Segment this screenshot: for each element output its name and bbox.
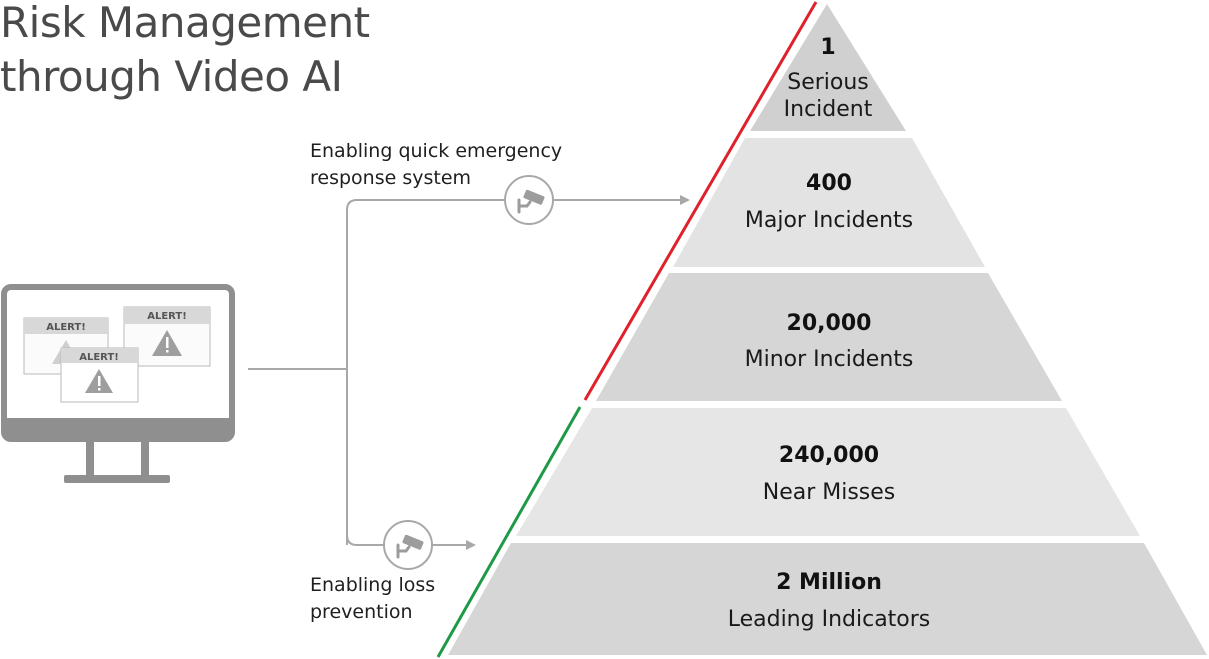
pyramid-labels: 1 Serious Incident 400 Major Incidents 2… <box>728 35 931 632</box>
title-line-1: Risk Management <box>0 0 370 47</box>
cctv-camera-icon <box>383 520 433 570</box>
upper-risk-edge <box>583 1 818 401</box>
cctv-camera-icon <box>504 175 554 225</box>
tier-3-label: Minor Incidents <box>745 347 914 372</box>
page-title: Risk Management through Video AI <box>0 0 370 104</box>
emergency-response-annotation: Enabling quick emergency response system <box>310 138 562 192</box>
tier-2-number: 400 <box>806 171 852 196</box>
loss-line-1: Enabling loss <box>310 574 436 596</box>
tier-2-label: Major Incidents <box>745 208 913 233</box>
pyramid <box>448 4 1207 655</box>
tier-4-number: 240,000 <box>779 443 879 468</box>
loss-prevention-annotation: Enabling loss prevention <box>310 572 435 626</box>
emergency-line-1: Enabling quick emergency <box>310 140 563 162</box>
pyramid-tier-4 <box>516 408 1140 536</box>
tier-1-label-line1: Serious <box>787 70 869 95</box>
tier-1-number: 1 <box>820 35 835 60</box>
pyramid-tier-5 <box>448 543 1207 655</box>
connector-lines <box>248 195 690 550</box>
pyramid-tier-1 <box>750 4 906 131</box>
tier-1-label-line2: Incident <box>784 97 873 122</box>
alert-label: ALERT! <box>79 352 119 363</box>
title-line-2: through Video AI <box>0 52 343 101</box>
desktop-monitor-icon: ALERT! ALERT! ALERT! <box>1 284 235 483</box>
pyramid-tier-2 <box>673 138 985 267</box>
tier-4-label: Near Misses <box>763 480 896 505</box>
lower-risk-edge <box>436 406 582 658</box>
alert-label: ALERT! <box>46 322 86 333</box>
arrow-head-icon <box>680 195 690 205</box>
alert-label: ALERT! <box>147 311 187 322</box>
tier-5-label: Leading Indicators <box>728 607 931 632</box>
tier-3-number: 20,000 <box>787 311 872 336</box>
pyramid-tier-3 <box>596 273 1062 401</box>
tier-5-number: 2 Million <box>776 570 882 595</box>
emergency-line-2: response system <box>310 167 472 189</box>
alert-window: ALERT! <box>60 347 139 403</box>
loss-line-2: prevention <box>310 601 413 623</box>
arrow-head-icon <box>466 540 476 550</box>
